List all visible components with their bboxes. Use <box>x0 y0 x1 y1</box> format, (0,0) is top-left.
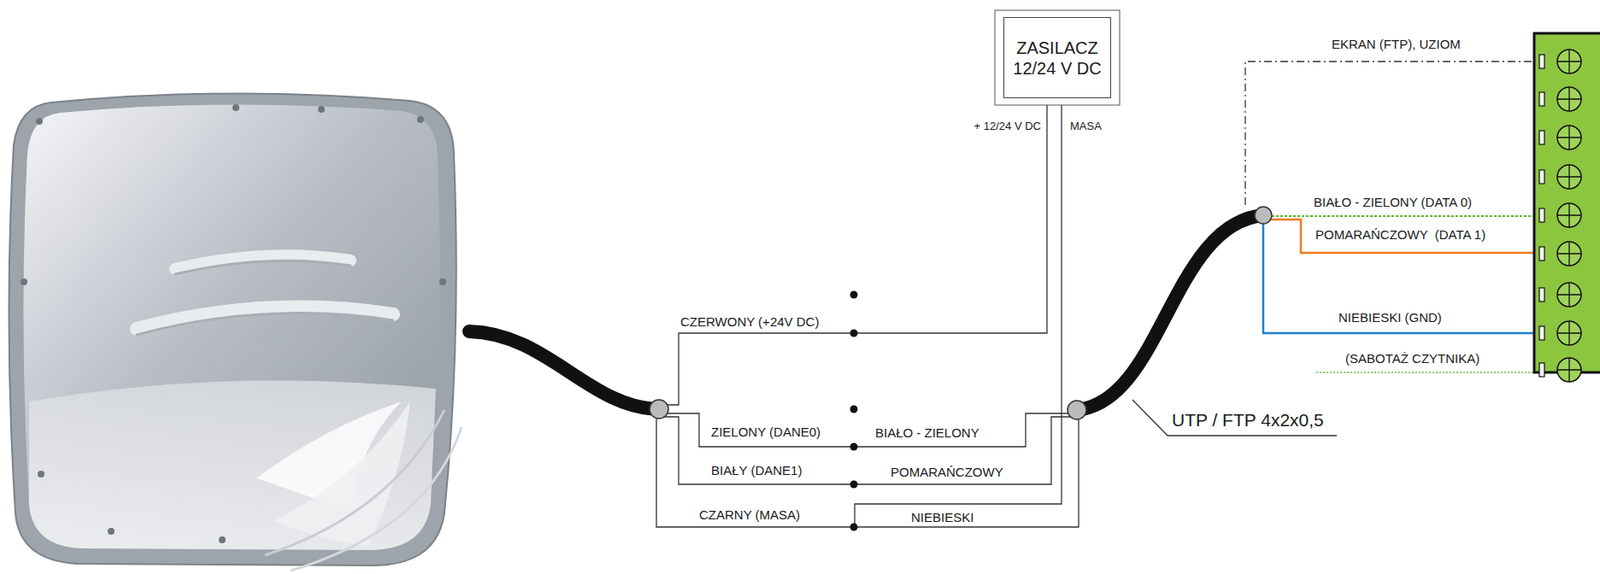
wire-label: BIAŁY (DANE1) <box>711 463 802 478</box>
wire-label: (SABOTAŻ CZYTNIKA) <box>1345 351 1480 366</box>
cable-gland <box>1254 206 1272 224</box>
screw-terminal <box>1539 358 1582 383</box>
screw-terminal <box>1539 321 1582 346</box>
leader-line <box>1132 400 1337 436</box>
cable-gland <box>1067 400 1087 420</box>
wire-label: ZIELONY (DANE0) <box>711 424 821 440</box>
wire-label: POMARAŃCZOWY <box>890 464 1004 480</box>
screw-terminal <box>1539 125 1582 150</box>
wire-label: MASA <box>1070 118 1102 134</box>
wire-label: CZARNY (MASA) <box>699 507 800 523</box>
screw-terminal <box>1539 87 1582 112</box>
cable-gland <box>649 400 669 419</box>
psu-frame <box>994 10 1120 106</box>
screw-terminal <box>1539 203 1582 228</box>
shield-wire <box>1245 61 1535 206</box>
screw-terminal <box>1539 49 1582 74</box>
wire-label: EKRAN (FTP), UZIOM <box>1331 36 1461 52</box>
wire-label: BIAŁO - ZIELONY (DATA 0) <box>1313 194 1472 210</box>
power-supply-box: ZASILACZ 12/24 V DC <box>1003 17 1112 99</box>
wires <box>656 105 1079 528</box>
screw-terminal <box>1539 241 1582 266</box>
terminal-block <box>1534 33 1600 383</box>
blue-wire <box>1263 222 1535 334</box>
utp-cable <box>1076 215 1264 411</box>
wire-label: NIEBIESKI (GND) <box>1338 310 1442 325</box>
wire-label: BIAŁO - ZIELONY <box>875 425 980 441</box>
screw-terminal <box>1539 282 1582 307</box>
wire-label: CZERWONY (+24V DC) <box>680 314 819 330</box>
orange-wire <box>1270 219 1535 253</box>
wire-label: UTP / FTP 4x2x0,5 <box>1171 410 1324 431</box>
screw-terminal <box>1539 164 1582 189</box>
wire-label: POMARAŃCZOWY (DATA 1) <box>1315 227 1486 242</box>
wire-label: + 12/24 V DC <box>974 118 1042 134</box>
wire-label: NIEBIESKI <box>911 510 974 525</box>
card-reader <box>8 93 462 571</box>
tamper-wire <box>1316 371 1535 374</box>
junction-dots <box>850 291 859 532</box>
reader-cable <box>469 331 659 410</box>
box-label: ZASILACZ 12/24 V DC <box>1009 37 1106 79</box>
white-green-wire <box>1263 215 1535 218</box>
